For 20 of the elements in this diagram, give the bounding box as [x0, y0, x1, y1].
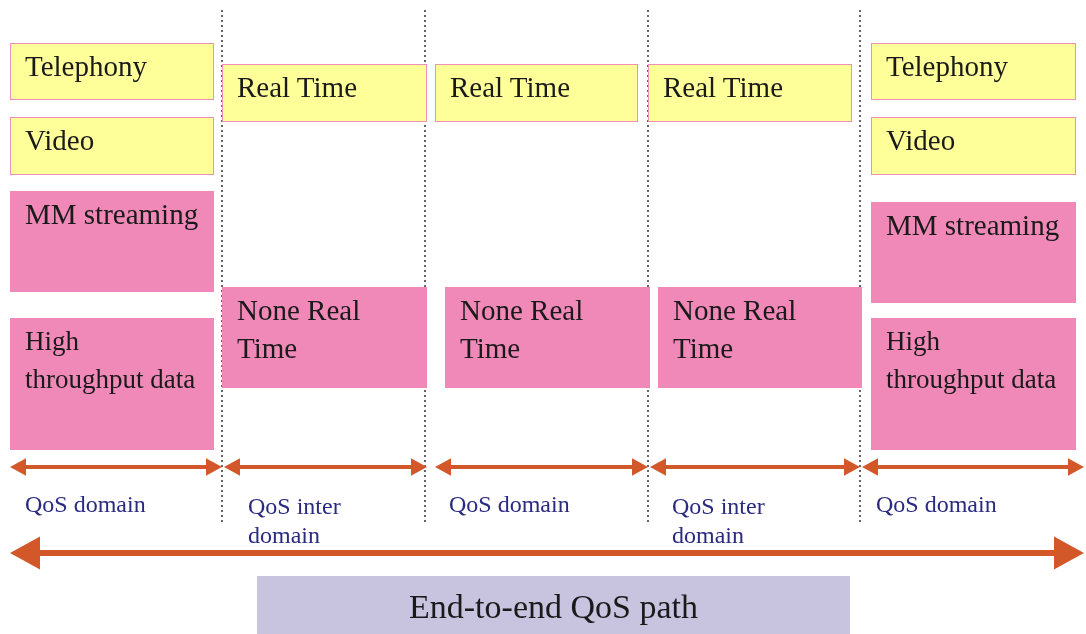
category-box: MM streaming — [10, 191, 214, 292]
category-box: None Real Time — [222, 287, 427, 388]
category-box: Real Time — [435, 64, 638, 122]
category-box: Video — [871, 117, 1076, 175]
category-box: Video — [10, 117, 214, 175]
domain-label: QoS domain — [449, 490, 571, 519]
category-box: None Real Time — [445, 287, 650, 388]
category-box: MM streaming — [871, 202, 1076, 303]
domain-label: QoS inter domain — [672, 492, 766, 550]
domain-label: QoS domain — [25, 490, 147, 519]
category-box: High throughput data — [871, 318, 1076, 450]
category-box: High throughput data — [10, 318, 214, 450]
category-box: Real Time — [648, 64, 852, 122]
domain-label: QoS domain — [876, 490, 998, 519]
category-box: Real Time — [222, 64, 427, 122]
category-box: Telephony — [10, 43, 214, 100]
category-box: Telephony — [871, 43, 1076, 100]
category-box: None Real Time — [658, 287, 862, 388]
domain-label: QoS inter domain — [248, 492, 342, 550]
title-banner: End-to-end QoS path — [257, 576, 850, 634]
